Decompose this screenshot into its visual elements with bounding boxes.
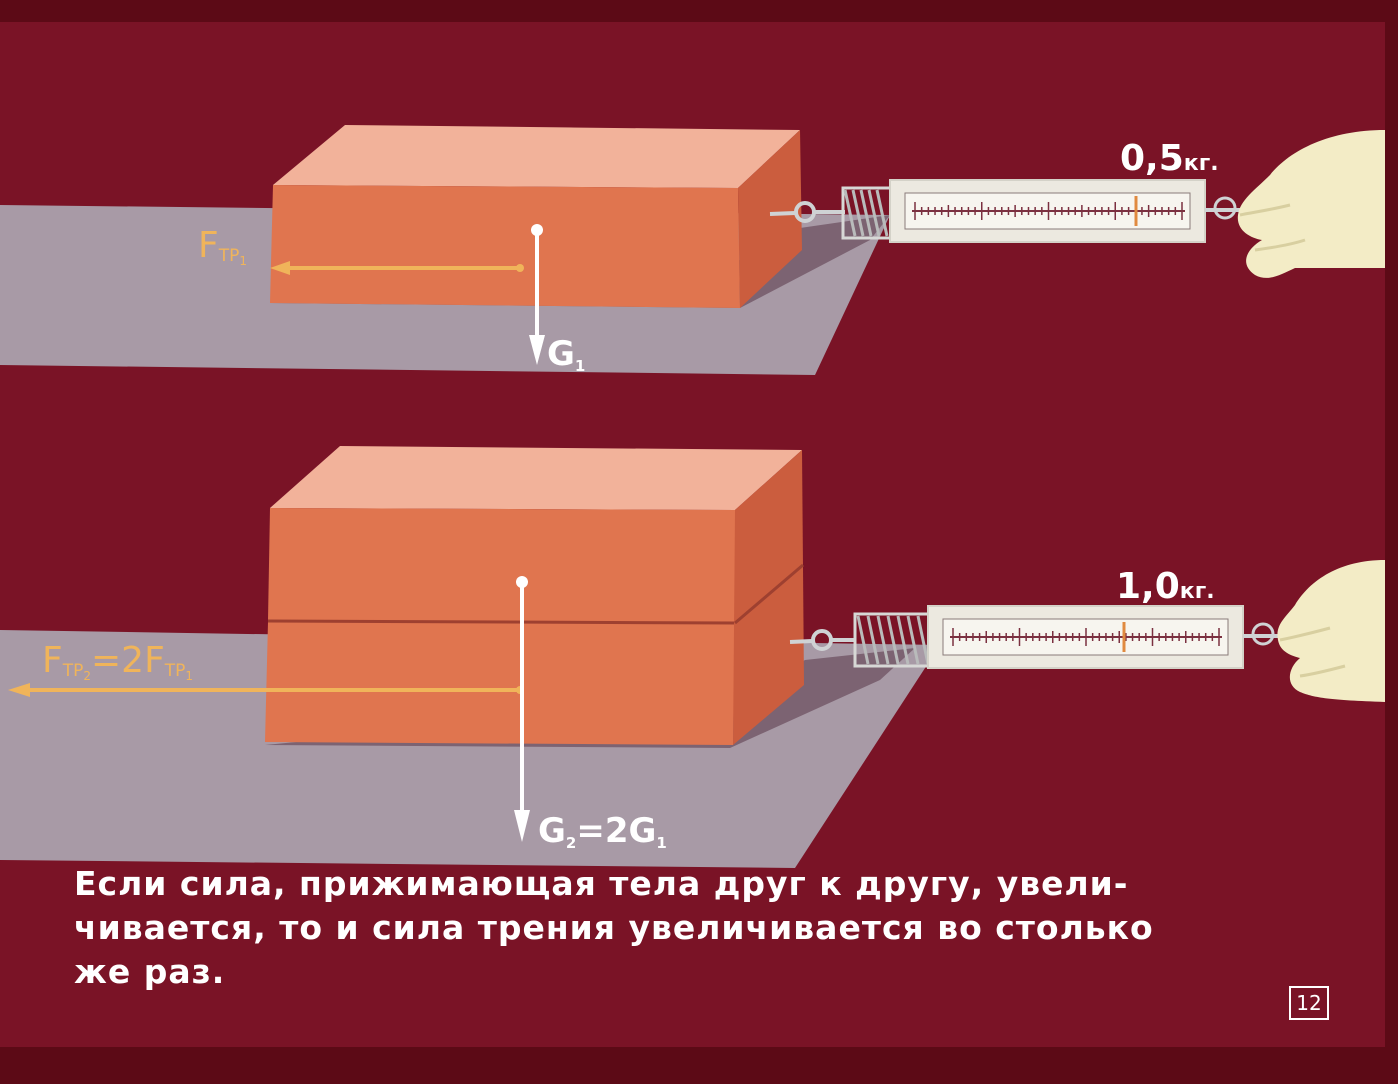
top-scale-reading: 0,5кг. [1120,138,1219,179]
top-friction-arrowhead [270,261,290,275]
bottom-weight-arrowhead [514,810,530,842]
bottom-block-lower-front [265,622,735,745]
top-friction-origin [516,264,524,272]
top-weight-label: G1 [547,334,585,375]
top-friction-label: FТР1 [198,225,247,268]
top-block-front [270,185,740,308]
page-number: 12 [1289,986,1329,1020]
bottom-spring-scale: 1,0кг. [789,566,1285,669]
top-spring-scale: 0,5кг. [769,138,1245,243]
top-block-side [738,130,802,308]
bottom-friction-arrowhead [8,683,30,697]
bottom-hand-image [1277,560,1385,702]
bottom-scale-ticks [952,628,1220,646]
bottom-scale-reading: 1,0кг. [1116,566,1215,607]
bottom-block-side [733,450,804,745]
caption-line-3: же раз. [74,952,226,991]
top-weight-arrowhead [529,335,545,365]
top-block-top [273,125,800,188]
caption-line-2: чивается, то и сила трения увеличивается… [74,908,1154,947]
top-hand-image [1237,130,1385,278]
bottom-weight-label: G2=2G1 [538,811,667,852]
bottom-block-top [270,446,802,510]
caption-line-1: Если сила, прижимающая тела друг к другу… [74,864,1129,903]
bottom-friction-label: FТР2=2FТР1 [42,640,193,683]
top-scale-ticks [914,202,1183,220]
bottom-block-upper-front [268,508,735,622]
caption: Если сила, прижимающая тела друг к другу… [74,862,1324,994]
